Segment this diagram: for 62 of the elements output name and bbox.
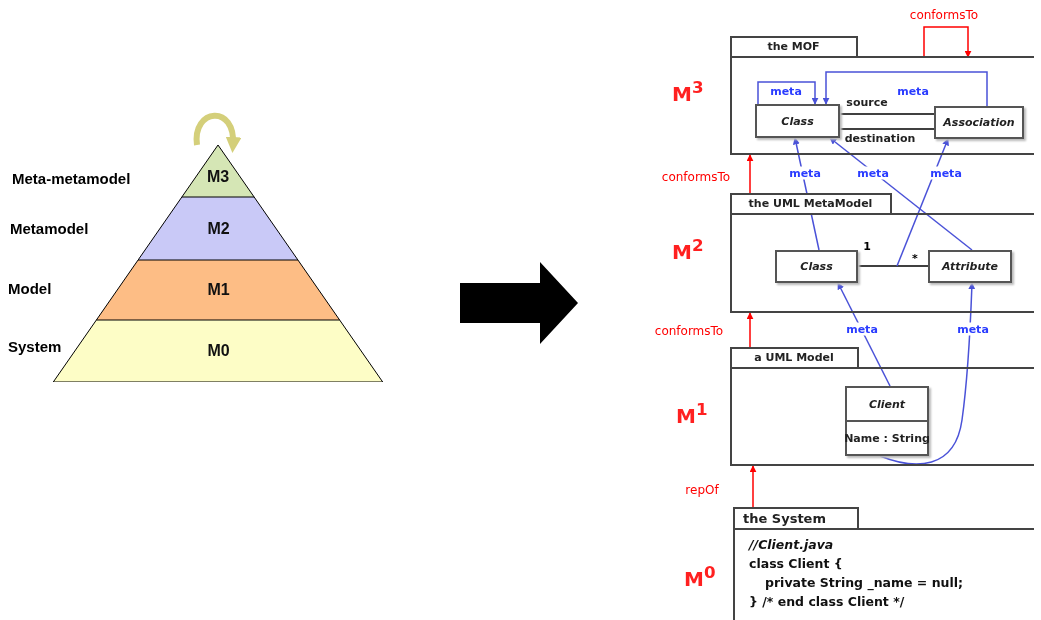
package-title: a UML Model [753, 351, 835, 364]
edge-label: meta [768, 84, 804, 98]
package-frame [733, 507, 1035, 620]
package-title: the System [743, 511, 826, 526]
arrow [923, 26, 972, 58]
class-name: Association [943, 116, 1015, 129]
layer-label: M2 [207, 219, 230, 238]
association-line [839, 128, 935, 130]
edge-label: destination [842, 131, 918, 145]
edge-label: repOf [683, 483, 721, 497]
arrow [746, 154, 754, 194]
layer-name: Meta-metamodel [12, 170, 131, 187]
class-box [775, 250, 858, 283]
code-line: //Client.java [749, 537, 834, 552]
arrow [746, 312, 754, 348]
class-name: Client [868, 397, 906, 411]
edge-label: meta [787, 166, 823, 180]
layer-name: Metamodel [10, 220, 89, 237]
arrow [749, 465, 757, 508]
class-name: Class [781, 114, 814, 128]
pyramid-layer [96, 260, 341, 320]
package-frame [730, 347, 1035, 466]
arrow [896, 138, 949, 267]
layer-label: M3 [206, 168, 230, 186]
layer-label: M0 [207, 342, 230, 360]
edge-label: meta [928, 166, 964, 180]
edge-label: conformsTo [907, 8, 981, 22]
arrow [879, 282, 976, 465]
layer-label: M1 [207, 281, 230, 299]
pyramid-layer [138, 197, 299, 260]
code-line: class Client { [749, 556, 843, 571]
package-frame [730, 193, 1035, 313]
association-line [839, 113, 935, 115]
pyramid-layer [181, 145, 255, 197]
arrow [829, 137, 973, 251]
level-label: M$^{2}$ [672, 236, 704, 264]
arrow [757, 81, 819, 105]
curved-arrow [193, 112, 241, 153]
class-box [755, 104, 840, 138]
class-name: Class [800, 260, 833, 273]
multiplicity-label: 1 [862, 239, 872, 253]
package-title: the MOF [766, 40, 821, 53]
class-box [934, 106, 1024, 139]
level-label: M$^{0}$ [684, 563, 716, 591]
class-box [928, 250, 1012, 283]
layer-name: System [8, 338, 62, 355]
edge-label: meta [895, 84, 931, 98]
class-name: Attribute [941, 260, 999, 273]
code-line: private String _name = null; [765, 575, 964, 590]
multiplicity-label: * [911, 251, 919, 265]
edge-label: meta [844, 322, 880, 336]
layer-name: Model [8, 280, 52, 297]
level-label: M$^{3}$ [672, 78, 704, 106]
edge-label: meta [955, 322, 991, 336]
arrow [837, 282, 891, 387]
level-label: M$^{1}$ [676, 400, 708, 428]
package-title: the UML MetaModel [747, 197, 874, 210]
code-line: } /* end class Client */ [749, 594, 905, 609]
edge-label: conformsTo [659, 170, 733, 184]
edge-label: conformsTo [652, 324, 726, 338]
edge-label: meta [855, 166, 891, 180]
arrow [822, 71, 988, 107]
